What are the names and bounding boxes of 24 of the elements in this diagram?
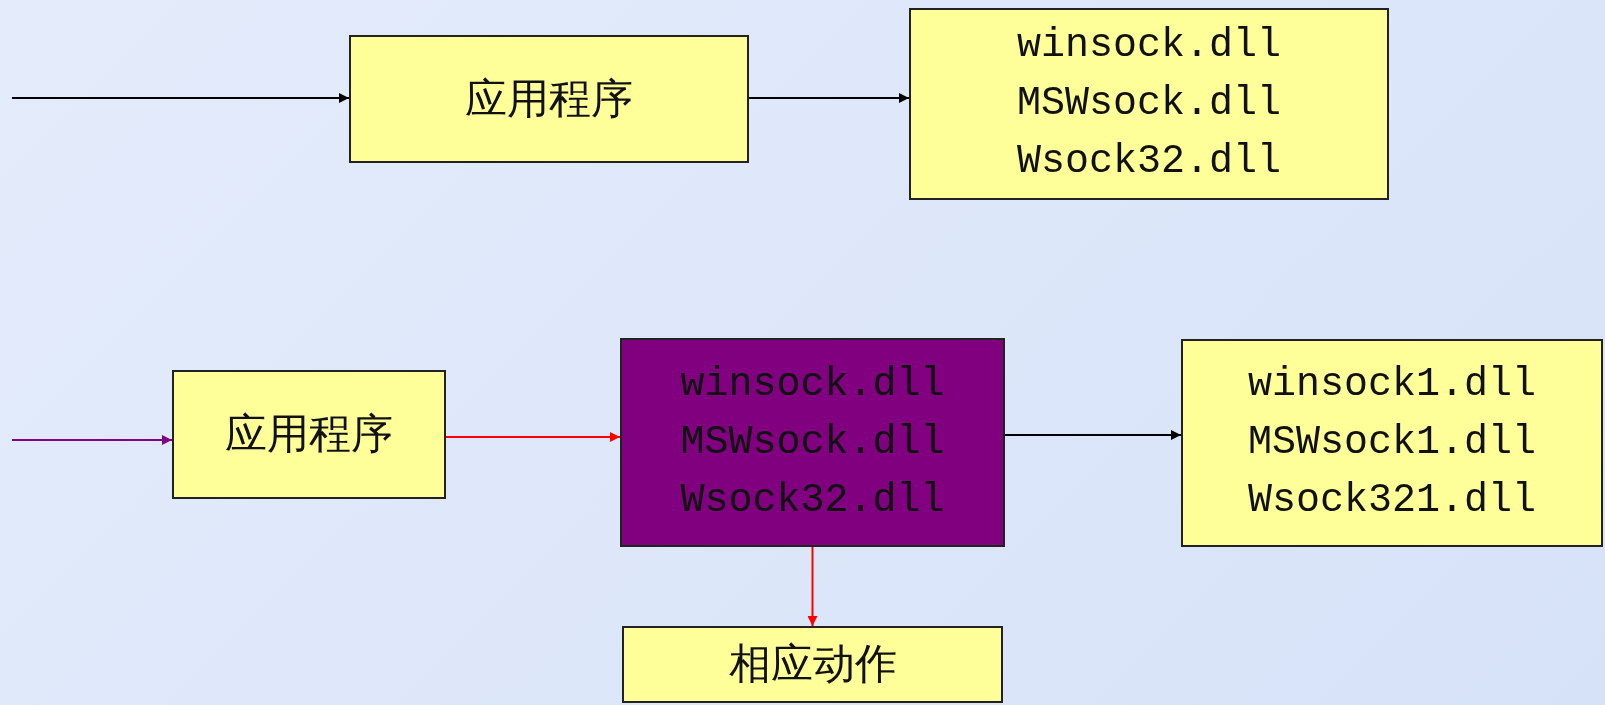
- box-label: Wsock32.dll: [1016, 138, 1281, 186]
- arrow: [748, 93, 910, 103]
- arrow: [445, 432, 621, 442]
- process-box: [349, 35, 749, 163]
- box-label: winsock.dll: [680, 360, 945, 409]
- box-label: winsock1.dll: [1247, 361, 1536, 409]
- box-label: 相应动作: [728, 638, 897, 691]
- box-label: MSWsock.dll: [680, 418, 945, 467]
- process-box: [909, 8, 1389, 200]
- arrow: [807, 546, 818, 627]
- process-box: [172, 370, 446, 499]
- box-label: MSWsock.dll: [1016, 80, 1281, 128]
- box-label: Wsock321.dll: [1247, 477, 1536, 525]
- box-label: winsock.dll: [1016, 22, 1281, 70]
- box-label: Wsock32.dll: [680, 476, 945, 525]
- box-label: 应用程序: [465, 72, 633, 125]
- arrow: [11, 435, 173, 445]
- box-label: 应用程序: [225, 408, 393, 461]
- process-box: [1181, 339, 1603, 547]
- arrow: [1004, 430, 1182, 440]
- arrow: [11, 93, 350, 103]
- process-box: [620, 338, 1005, 547]
- box-label: MSWsock1.dll: [1247, 419, 1536, 467]
- process-box: [622, 626, 1003, 703]
